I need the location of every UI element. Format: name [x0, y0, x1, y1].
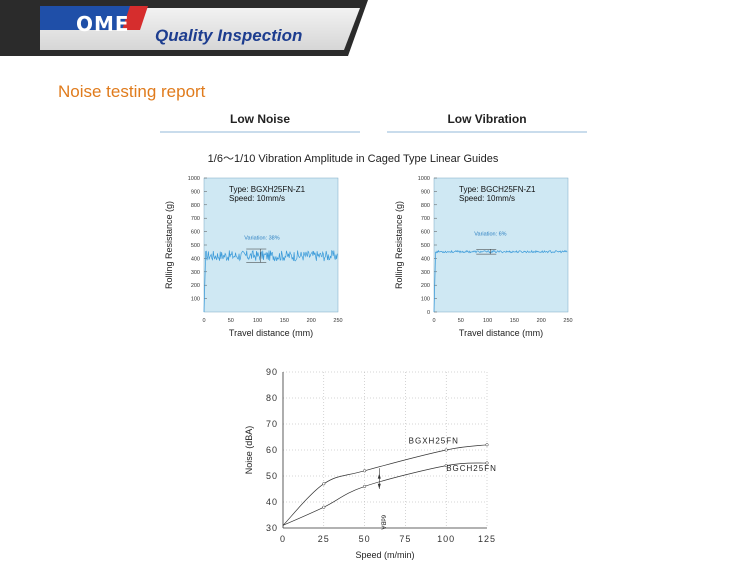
- noise-chart: 0 25 50 75 100 125 90 80 70 60 50 40 30 Noise (dBA) Sp…: [244, 367, 497, 560]
- data-series-line: [203, 249, 338, 313]
- x-tick-label: 250: [333, 318, 342, 324]
- x-axis-title: Travel distance (mm): [459, 328, 543, 338]
- y-tick-label: 90: [266, 367, 278, 377]
- y-axis-title: Rolling Resistance (g): [164, 201, 174, 289]
- y-tick-label: 70: [266, 419, 278, 429]
- chart-type-note: Type: BGCH25FN-Z1: [459, 185, 536, 194]
- header-banner: [0, 0, 368, 56]
- data-point: [363, 469, 367, 473]
- x-tick-label: 150: [510, 318, 519, 324]
- series-label: BGCH25FN: [446, 464, 497, 473]
- x-tick-label: 100: [437, 534, 455, 544]
- x-tick-label: 125: [478, 534, 496, 544]
- page-title: Quality Inspection: [155, 26, 303, 45]
- x-tick-label: 200: [537, 318, 546, 324]
- x-tick-label: 50: [359, 534, 371, 544]
- difference-arrow: [377, 483, 381, 489]
- y-axis-title: Noise (dBA): [244, 426, 254, 475]
- x-tick-label: 0: [202, 318, 205, 324]
- x-axis-title: Travel distance (mm): [229, 328, 313, 338]
- section-label-low-vibration: Low Vibration: [447, 112, 527, 126]
- y-tick-label: 800: [191, 203, 200, 209]
- x-tick-label: 200: [307, 318, 316, 324]
- x-tick-label: 50: [458, 318, 464, 324]
- section-label-low-noise: Low Noise: [229, 112, 290, 126]
- y-tick-label: 600: [191, 230, 200, 236]
- x-tick-label: 0: [280, 534, 286, 544]
- chart-subtitle: 1/6～1/10 Vibration Amplitude in Caged Ty…: [207, 153, 499, 165]
- logo: OME: [76, 12, 130, 36]
- x-tick-label: 25: [318, 534, 330, 544]
- y-tick-label: 600: [421, 230, 430, 236]
- y-tick-label: 0: [427, 310, 430, 316]
- chart-type-note: Type: BGXH25FN-Z1: [229, 185, 306, 194]
- series-line: [282, 444, 488, 526]
- y-tick-label: 500: [421, 243, 430, 249]
- difference-label: 6dBA: [379, 515, 385, 530]
- x-tick-label: 150: [280, 318, 289, 324]
- y-tick-label: 300: [421, 270, 430, 276]
- plot-area: [203, 177, 339, 313]
- y-tick-label: 1000: [418, 176, 430, 182]
- y-tick-label: 200: [191, 283, 200, 289]
- y-axis-title: Rolling Resistance (g): [394, 201, 404, 289]
- y-tick-label: 100: [421, 297, 430, 303]
- variation-label: Variation: 6%: [474, 232, 506, 238]
- y-tick-label: 400: [191, 256, 200, 262]
- x-axis-title: Speed (m/min): [355, 550, 414, 560]
- difference-arrow: [377, 473, 381, 479]
- data-point: [444, 448, 448, 452]
- y-tick-label: 60: [266, 445, 278, 455]
- x-tick-label: 0: [432, 318, 435, 324]
- y-tick-label: 800: [421, 203, 430, 209]
- variation-label: Variation: 38%: [244, 236, 279, 242]
- y-tick-label: 700: [421, 216, 430, 222]
- y-tick-label: 200: [421, 283, 430, 289]
- x-tick-label: 75: [399, 534, 411, 544]
- data-point: [322, 482, 326, 486]
- y-tick-label: 300: [191, 270, 200, 276]
- plot-area: [433, 177, 569, 313]
- y-tick-label: 400: [421, 256, 430, 262]
- data-point: [322, 505, 326, 509]
- chart-speed-note: Speed: 10mm/s: [459, 194, 515, 203]
- y-tick-label: 900: [421, 189, 430, 195]
- data-point: [363, 484, 367, 488]
- divider: [160, 131, 360, 133]
- y-tick-label: 80: [266, 393, 278, 403]
- y-tick-label: 900: [191, 189, 200, 195]
- x-tick-label: 100: [253, 318, 262, 324]
- series-label: BGXH25FN: [409, 437, 459, 446]
- data-point: [444, 464, 448, 468]
- y-tick-label: 30: [266, 523, 278, 533]
- x-tick-label: 50: [228, 318, 234, 324]
- data-series-line: [433, 249, 568, 313]
- divider: [387, 131, 587, 133]
- chart-speed-note: Speed: 10mm/s: [229, 194, 285, 203]
- y-tick-label: 1000: [188, 176, 200, 182]
- y-tick-label: 50: [266, 471, 278, 481]
- data-point: [485, 443, 489, 447]
- y-tick-label: 100: [191, 297, 200, 303]
- x-tick-label: 250: [563, 318, 572, 324]
- data-point: [485, 461, 489, 465]
- x-tick-label: 100: [483, 318, 492, 324]
- y-tick-label: 40: [266, 497, 278, 507]
- y-tick-label: 700: [191, 216, 200, 222]
- report-title: Noise testing report: [58, 82, 206, 101]
- y-tick-label: 500: [191, 243, 200, 249]
